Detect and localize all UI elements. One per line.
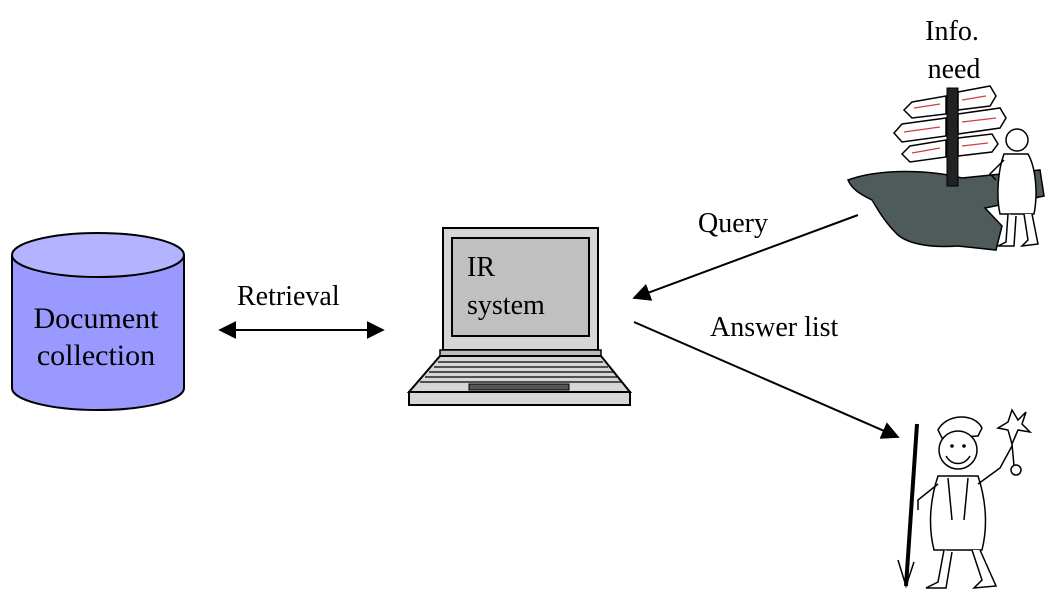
info-need-label-line1: Info. — [925, 16, 979, 47]
document-collection-label-line1: Document — [34, 302, 160, 335]
ir-system-laptop: IR system — [406, 227, 633, 406]
answer-list-label: Answer list — [710, 312, 839, 343]
ir-system-label-line2: system — [467, 290, 545, 321]
answer-list-edge: Answer list — [633, 312, 900, 439]
confused-person-signpost-icon — [847, 85, 1045, 251]
document-collection-cylinder: Document collection — [11, 232, 185, 411]
info-need-label-line2: need — [928, 54, 981, 85]
query-label: Query — [698, 208, 768, 239]
document-collection-label-line2: collection — [37, 339, 155, 372]
retrieval-label: Retrieval — [237, 281, 340, 312]
retrieval-edge: Retrieval — [218, 281, 385, 339]
happy-person-icon — [897, 408, 1033, 589]
keyboard-keys — [420, 361, 622, 383]
query-edge: Query — [632, 208, 859, 301]
info-need-label: Info. need — [925, 16, 980, 85]
ir-system-label-line1: IR — [467, 252, 495, 283]
